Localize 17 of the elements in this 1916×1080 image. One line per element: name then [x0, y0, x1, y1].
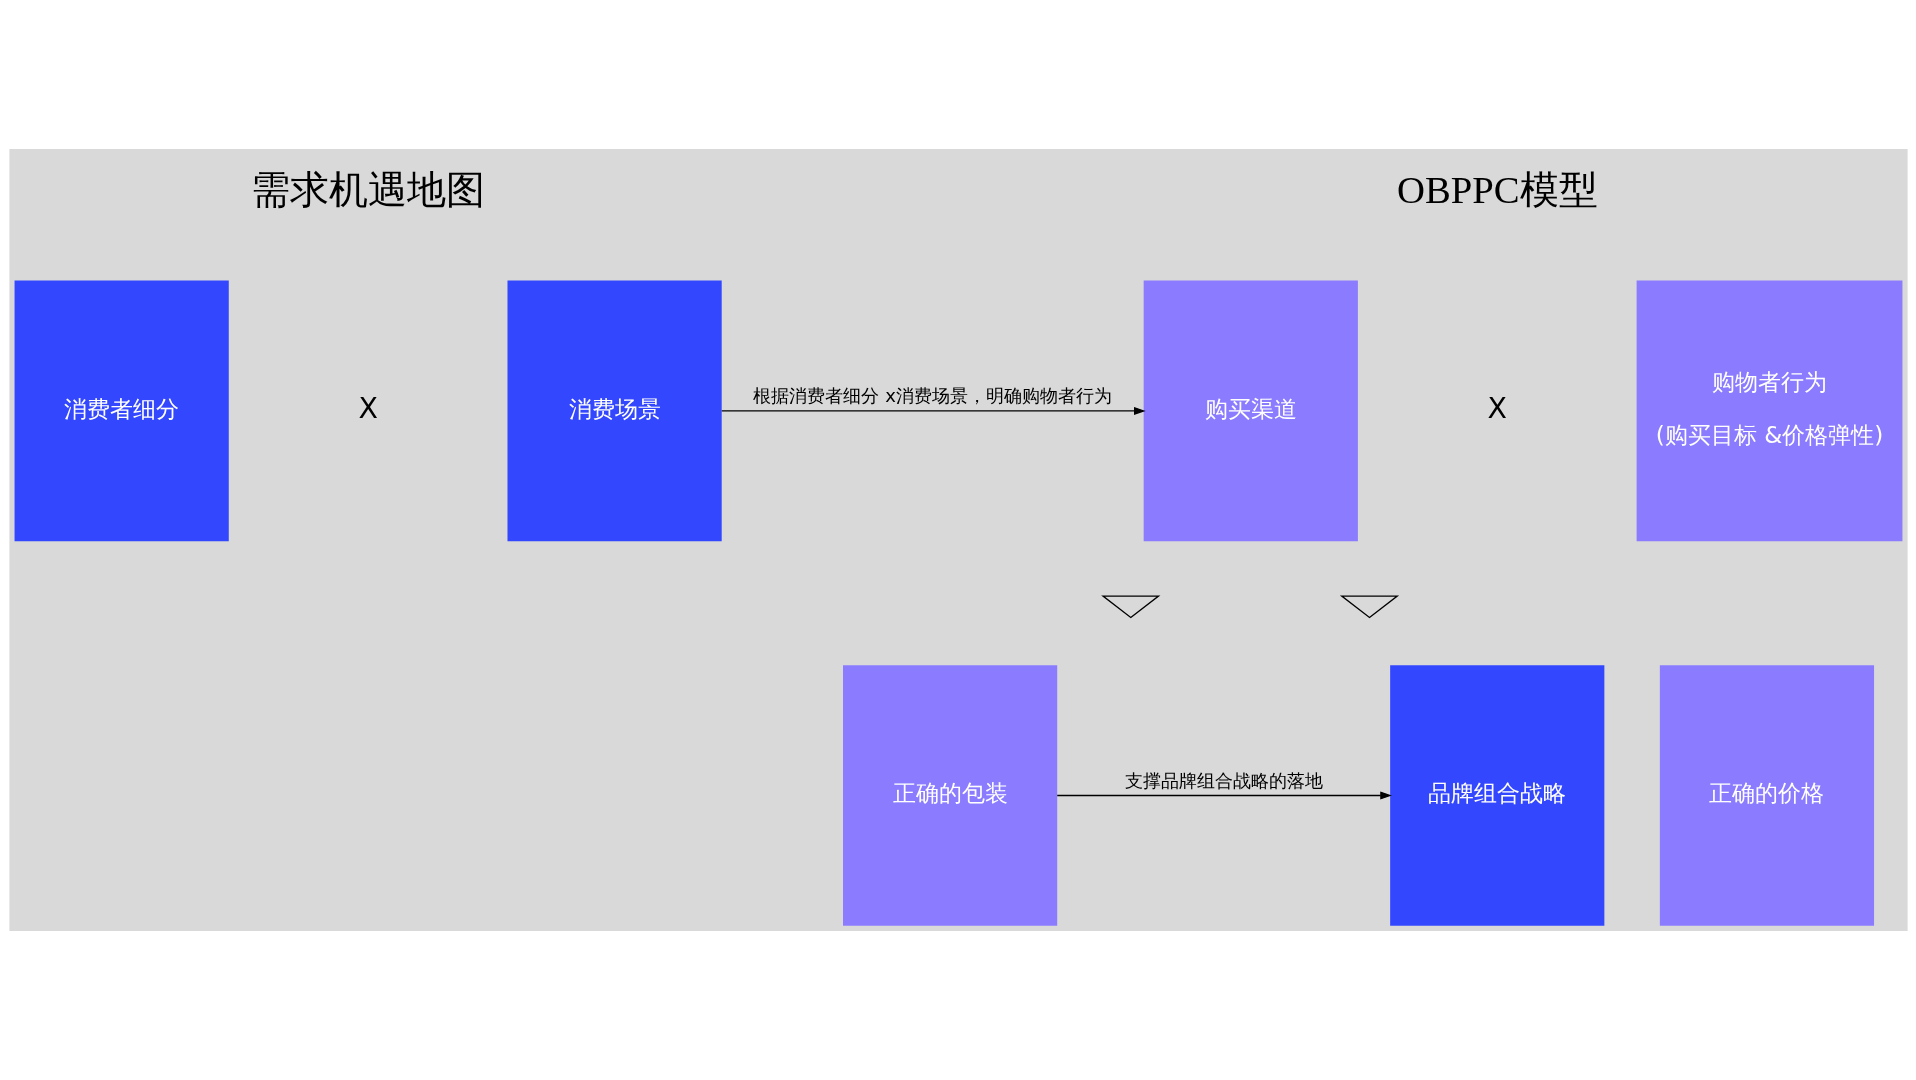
- node-box: 正确的价格: [1659, 665, 1874, 926]
- node-box: 消费场景: [507, 280, 722, 542]
- node-box: 品牌组合战略: [1389, 665, 1604, 926]
- label: 需求机遇地图: [250, 169, 485, 212]
- edge-label: 支撑品牌组合战略的落地: [1124, 769, 1323, 791]
- arrow: [1056, 791, 1392, 800]
- node-box: 消费者细分: [14, 280, 229, 542]
- node-box: 购买渠道: [1143, 280, 1358, 542]
- node-triangle: [1100, 595, 1160, 619]
- arrow: [720, 406, 1146, 416]
- node-triangle: [1339, 595, 1399, 619]
- edge-label: 根据消费者细分 x消费场景，明确购物者行为: [752, 385, 1112, 407]
- node-box: 购物者行为 (购买目标 &价格弹性): [1636, 280, 1902, 542]
- label: X: [357, 392, 378, 426]
- node-box: 正确的包装: [842, 665, 1057, 926]
- label: OBPPC模型: [1396, 169, 1598, 212]
- label: X: [1487, 392, 1507, 426]
